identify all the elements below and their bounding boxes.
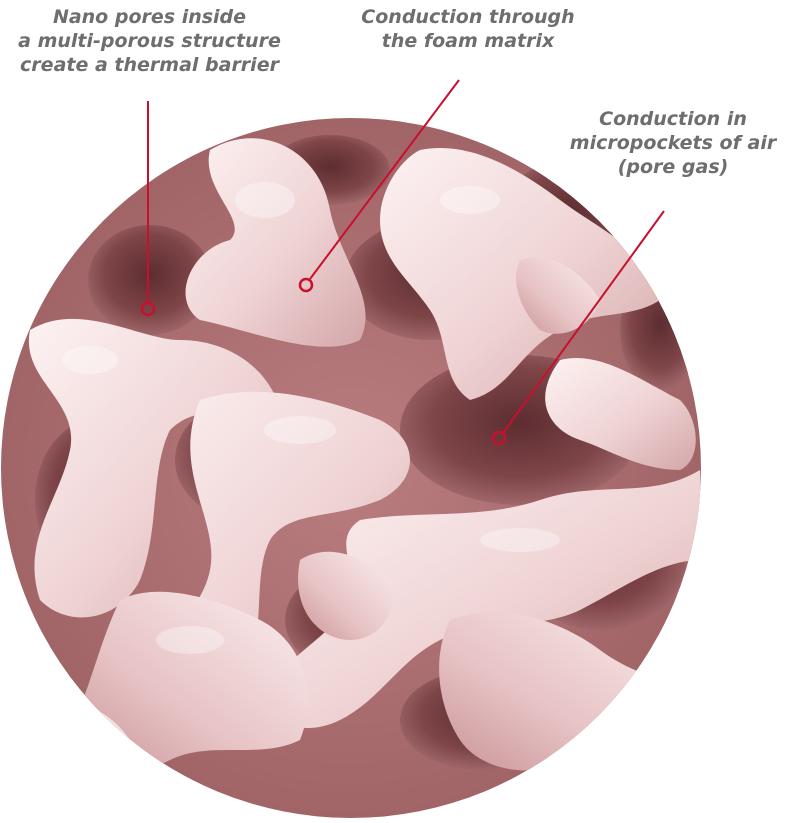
foam-structure-diagram <box>0 0 808 823</box>
